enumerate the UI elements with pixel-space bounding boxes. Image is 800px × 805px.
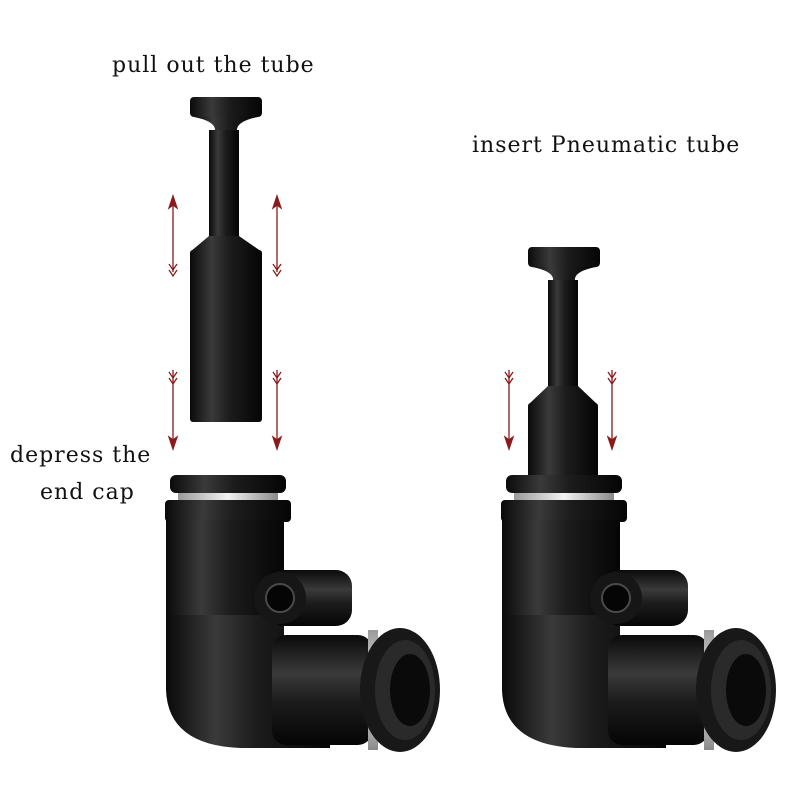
left-elbow-fitting xyxy=(165,475,440,752)
depress-label-line1: depress the xyxy=(10,443,152,468)
depress-label-line2: end cap xyxy=(40,480,135,505)
right-assembly xyxy=(501,247,776,752)
insert-tube-label: insert Pneumatic tube xyxy=(472,133,741,158)
right-arrows xyxy=(503,370,618,452)
right-elbow-fitting xyxy=(501,475,776,752)
left-plug xyxy=(190,97,262,422)
left-assembly xyxy=(165,97,440,752)
pull-out-label: pull out the tube xyxy=(112,53,315,78)
left-arrows xyxy=(167,193,283,452)
right-plug xyxy=(528,247,600,478)
